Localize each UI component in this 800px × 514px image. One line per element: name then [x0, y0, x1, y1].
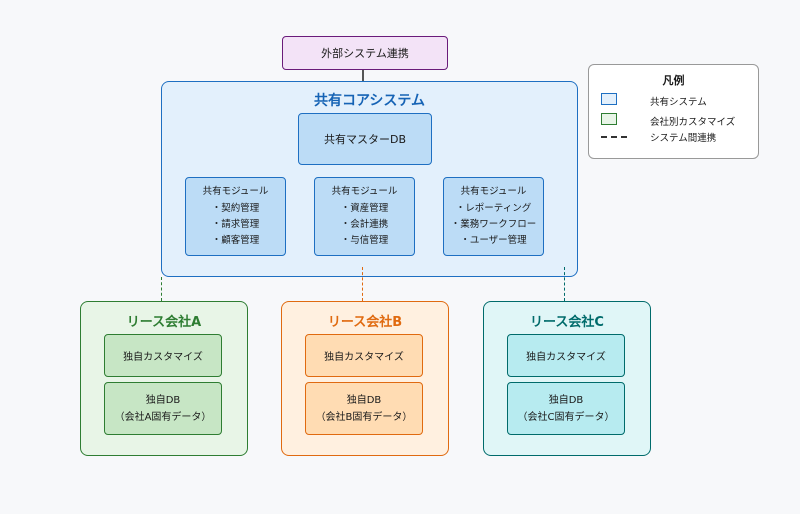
shared-module-2: 共有モジュール ・資産管理 ・会計連携 ・与信管理 [314, 177, 415, 256]
legend: 凡例 共有システム 会社別カスタマイズ システム間連携 [588, 64, 759, 159]
module-item: ・レポーティング [455, 203, 532, 214]
module-item: ・顧客管理 [211, 235, 260, 246]
company-title: リース会社A [126, 315, 202, 330]
connector-company-c [564, 267, 565, 301]
company-title: リース会社B [327, 315, 403, 330]
connector-company-b [362, 267, 363, 301]
legend-label-custom: 会社別カスタマイズ [650, 117, 736, 128]
company-custom-label: 独自カスタマイズ [526, 352, 606, 363]
company-db-label: 独自DB [548, 394, 584, 406]
module-item: ・契約管理 [211, 203, 260, 214]
company-db-note: （会社C固有データ） [517, 411, 615, 423]
shared-module-1: 共有モジュール ・契約管理 ・請求管理 ・顧客管理 [185, 177, 286, 256]
legend-label-shared: 共有システム [650, 97, 707, 108]
company-db-node: 独自DB （会社B固有データ） [305, 382, 423, 435]
legend-dash-line [601, 136, 627, 138]
legend-label-link: システム間連携 [650, 133, 717, 144]
module-item: ・会計連携 [340, 219, 389, 230]
company-db-label: 独自DB [346, 394, 382, 406]
connector-company-a [161, 277, 162, 301]
company-custom-node: 独自カスタマイズ [507, 334, 625, 377]
company-custom-node: 独自カスタマイズ [104, 334, 222, 377]
module-title: 共有モジュール [460, 186, 527, 197]
shared-master-db-label: 共有マスターDB [323, 133, 407, 146]
company-c-node: リース会社C 独自カスタマイズ 独自DB （会社C固有データ） [483, 301, 651, 456]
company-b-node: リース会社B 独自カスタマイズ 独自DB （会社B固有データ） [281, 301, 449, 456]
module-item: ・請求管理 [211, 219, 260, 230]
legend-swatch-custom [601, 113, 617, 125]
company-custom-label: 独自カスタマイズ [123, 352, 203, 363]
module-title: 共有モジュール [331, 186, 398, 197]
external-system-node: 外部システム連携 [282, 36, 448, 70]
legend-swatch-shared [601, 93, 617, 105]
module-item: ・業務ワークフロー [450, 219, 537, 230]
company-a-node: リース会社A 独自カスタマイズ 独自DB （会社A固有データ） [80, 301, 248, 456]
company-db-note: （会社A固有データ） [114, 411, 212, 423]
company-title: リース会社C [530, 315, 604, 330]
external-connector [362, 70, 364, 81]
shared-core-system: 共有コアシステム 共有マスターDB 共有モジュール ・契約管理 ・請求管理 ・顧… [161, 81, 578, 277]
legend-title: 凡例 [662, 74, 685, 87]
external-system-label: 外部システム連携 [321, 47, 409, 60]
company-db-label: 独自DB [145, 394, 181, 406]
company-db-node: 独自DB （会社C固有データ） [507, 382, 625, 435]
core-system-title: 共有コアシステム [313, 93, 426, 109]
module-item: ・資産管理 [340, 203, 389, 214]
company-custom-label: 独自カスタマイズ [324, 352, 404, 363]
shared-master-db-node: 共有マスターDB [298, 113, 432, 165]
company-db-node: 独自DB （会社A固有データ） [104, 382, 222, 435]
module-item: ・ユーザー管理 [460, 235, 527, 246]
company-custom-node: 独自カスタマイズ [305, 334, 423, 377]
module-title: 共有モジュール [202, 186, 269, 197]
shared-module-3: 共有モジュール ・レポーティング ・業務ワークフロー ・ユーザー管理 [443, 177, 544, 256]
module-item: ・与信管理 [340, 235, 389, 246]
company-db-note: （会社B固有データ） [315, 411, 413, 423]
